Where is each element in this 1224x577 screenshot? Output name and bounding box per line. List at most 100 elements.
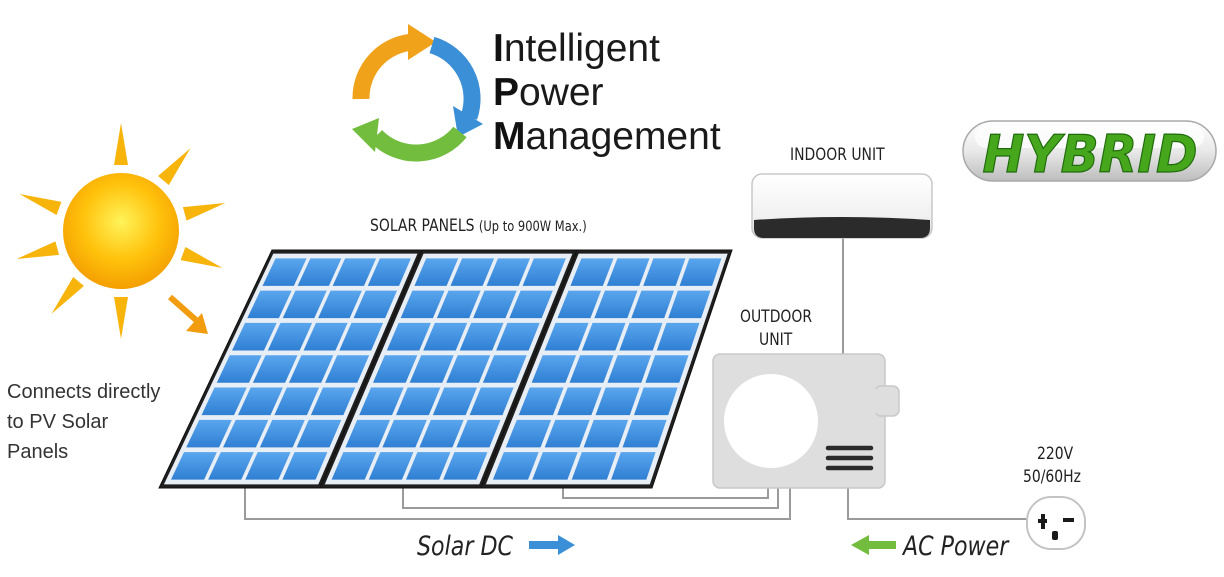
solar-cell xyxy=(359,387,404,416)
solar-cell xyxy=(208,452,254,480)
solar-cell xyxy=(446,355,491,383)
solar-cell xyxy=(570,258,614,286)
solar-panels xyxy=(158,249,733,489)
solar-cell xyxy=(436,290,481,319)
solar-cell xyxy=(396,387,441,416)
solar-cell xyxy=(409,355,454,383)
connects-text-line1: Connects directly xyxy=(7,381,161,403)
solar-cell xyxy=(216,355,262,383)
solar-cell xyxy=(518,387,564,416)
indoor-unit xyxy=(751,173,933,239)
solar-cell xyxy=(633,387,678,416)
solar-cell xyxy=(186,419,232,448)
arrow-right-icon xyxy=(529,535,575,555)
outdoor-fan xyxy=(724,374,818,468)
outdoor-unit xyxy=(712,353,900,489)
solar-cell xyxy=(496,322,540,351)
solar-cell xyxy=(473,290,517,319)
solar-cell xyxy=(459,322,504,351)
solar-cell xyxy=(522,258,566,286)
solar-cell xyxy=(531,355,577,383)
solar-cell xyxy=(557,387,602,416)
solar-cell xyxy=(245,452,291,480)
solar-cell xyxy=(532,452,578,480)
solar-cell xyxy=(450,258,495,286)
solar-cell xyxy=(645,355,689,383)
sun-ray xyxy=(158,148,191,185)
panel-wire-middle xyxy=(402,482,779,509)
solar-cell xyxy=(619,322,663,351)
solar-cell xyxy=(405,452,451,480)
solar-cell xyxy=(594,290,638,319)
solar-cell xyxy=(607,355,652,383)
solar-cell xyxy=(201,387,247,416)
hybrid-text: HYBRID xyxy=(983,125,1198,185)
solar-cell xyxy=(368,452,414,480)
solar-cell xyxy=(656,322,700,351)
solar-cell xyxy=(611,452,656,480)
solar-cell xyxy=(332,258,377,286)
logo-line-management: Management xyxy=(493,115,721,158)
solar-cell xyxy=(482,355,527,383)
solar-cell xyxy=(382,419,427,448)
solar-cell xyxy=(400,290,445,319)
sun-ray xyxy=(180,246,223,268)
solar-cell xyxy=(414,258,459,286)
solar-cell xyxy=(492,452,539,480)
solar-panels-label: SOLAR PANELS (Up to 900W Max.) xyxy=(370,216,587,236)
solar-cell xyxy=(443,452,488,480)
solar-cell xyxy=(170,452,217,480)
solar-cell xyxy=(303,322,348,351)
sun-ray xyxy=(114,297,128,339)
ac-wire xyxy=(847,488,1030,520)
solar-cell xyxy=(259,419,305,448)
solar-cell xyxy=(668,290,711,319)
sunray-arrow-icon xyxy=(168,294,208,334)
sun-ray xyxy=(19,194,62,216)
solar-cell xyxy=(386,322,431,351)
logo-line-power: Power xyxy=(493,71,604,114)
solar-cell xyxy=(432,387,477,416)
outdoor-unit-label-line1: OUTDOOR xyxy=(740,307,813,327)
solar-cell xyxy=(367,258,411,286)
solar-cell xyxy=(345,419,391,448)
solar-cell xyxy=(622,419,667,448)
sun-ray xyxy=(16,241,60,259)
ipm-cycle-icon xyxy=(352,24,483,162)
solar-cell xyxy=(423,322,468,351)
solar-cell xyxy=(557,290,602,319)
ac-power-label: AC Power xyxy=(903,531,1009,562)
logo-line-intelligent: Intelligent xyxy=(493,27,660,70)
arrow-left-icon xyxy=(851,535,896,555)
solar-cell xyxy=(583,419,629,448)
solar-cell xyxy=(679,258,722,286)
solar-cell xyxy=(318,290,362,319)
wiring xyxy=(244,238,1030,520)
solar-cell xyxy=(571,452,617,480)
solar-cell xyxy=(643,258,686,286)
solar-cell xyxy=(310,387,356,416)
solar-cell xyxy=(288,355,334,383)
solar-cell xyxy=(339,322,384,351)
panel-wire-right xyxy=(562,482,769,499)
solar-cell xyxy=(297,258,342,286)
connects-text-line2: to PV Solar xyxy=(7,411,109,433)
solar-cell xyxy=(581,322,626,351)
solar-cell xyxy=(282,290,327,319)
solar-cell xyxy=(252,355,298,383)
solar-cell xyxy=(595,387,640,416)
outdoor-vent xyxy=(825,445,874,471)
sun-ray xyxy=(51,277,84,314)
solar-cell xyxy=(325,355,370,383)
solar-cell xyxy=(631,290,674,319)
solar-cell xyxy=(569,355,614,383)
solar-dc-label: Solar DC xyxy=(417,531,513,562)
sun-ray xyxy=(182,203,226,221)
solar-cell xyxy=(544,419,590,448)
outdoor-unit-label-line2: UNIT xyxy=(759,330,793,350)
solar-cell xyxy=(267,322,313,351)
solar-cell xyxy=(469,387,514,416)
solar-cell xyxy=(282,452,328,480)
panel-wire-left xyxy=(244,482,791,520)
